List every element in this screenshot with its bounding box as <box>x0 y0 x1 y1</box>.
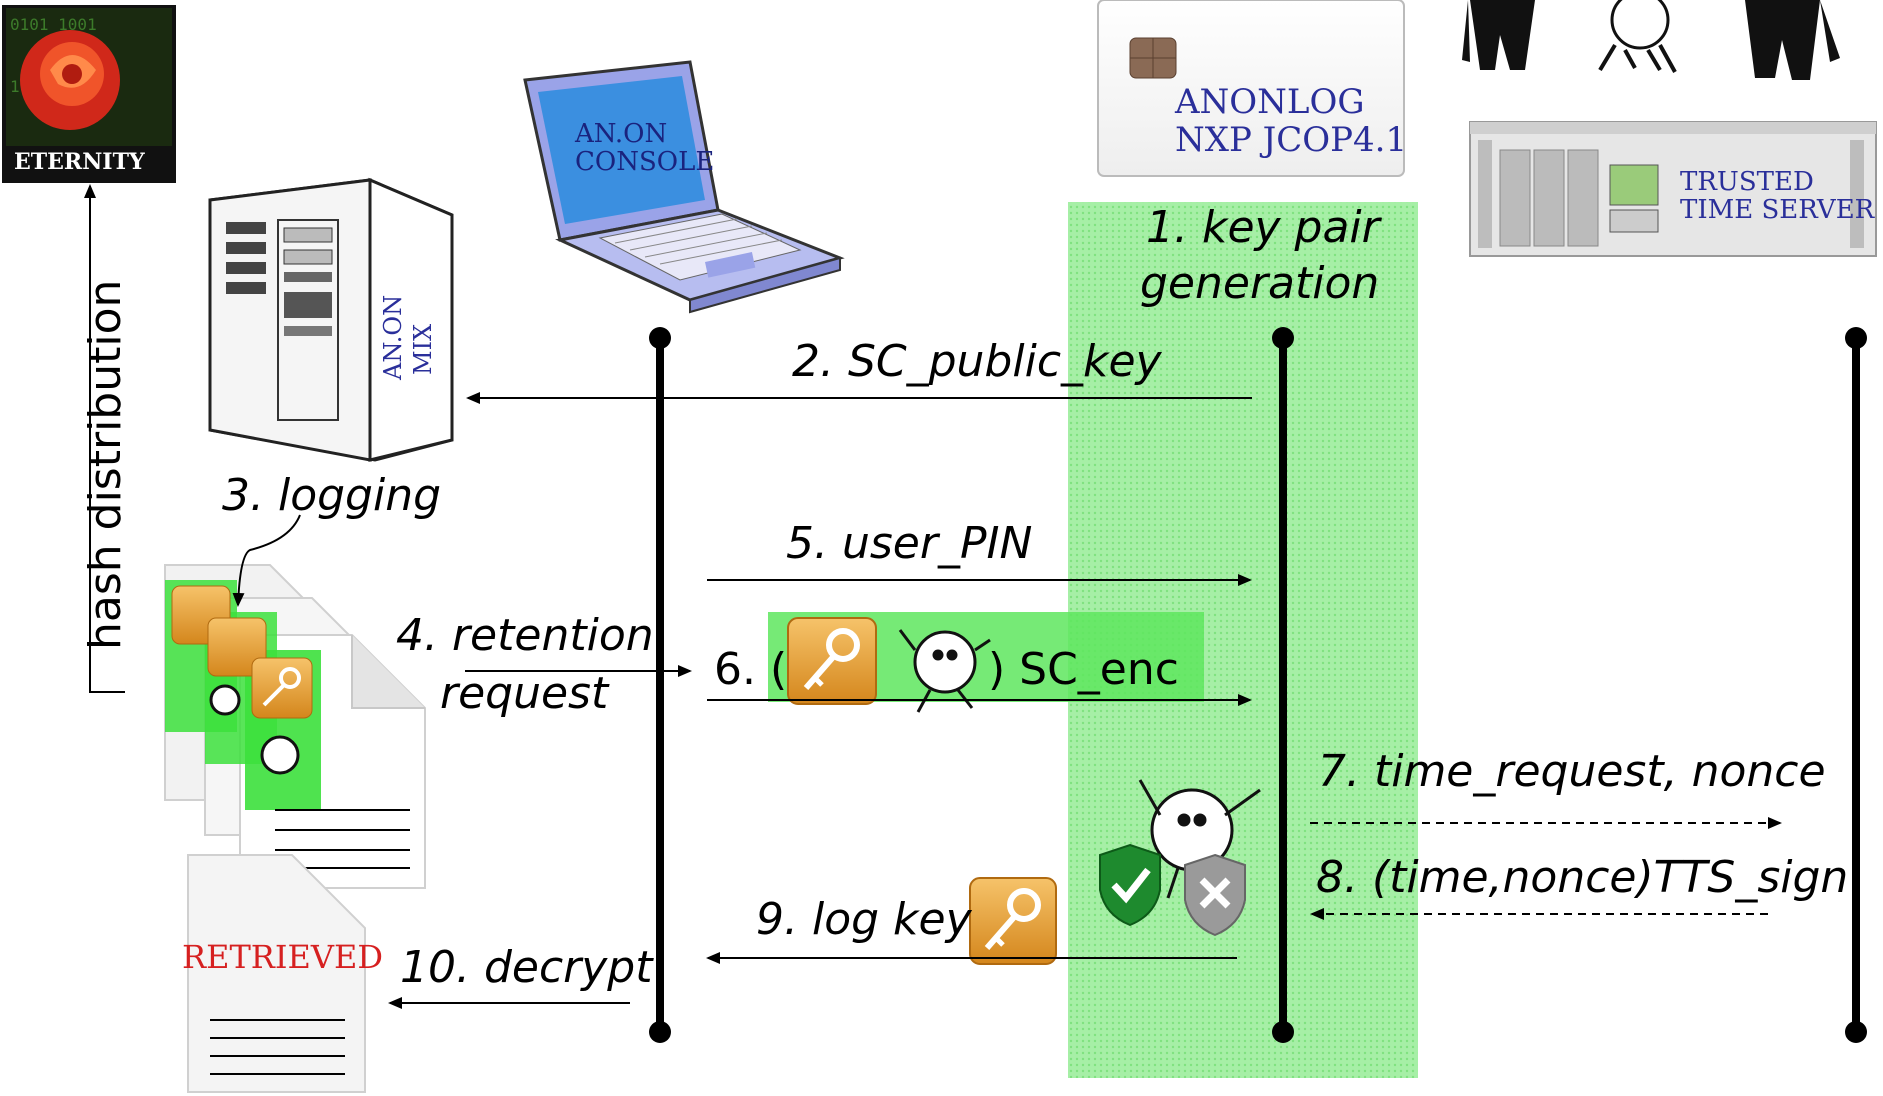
hash-distribution-label: hash distribution <box>80 279 131 650</box>
key-icon <box>171 585 313 719</box>
lifeline-time-server <box>1845 327 1867 1043</box>
arrow-logging <box>232 514 301 607</box>
step3-label: 3. logging <box>222 470 442 521</box>
smartcard-label-line1: ANONLOG <box>1175 82 1365 122</box>
step6-label-suffix: ) SC_enc <box>988 644 1179 695</box>
step1-label-line1: 1. key pair <box>1146 202 1380 253</box>
trusted-time-server-icon <box>1469 121 1877 257</box>
key-icon-step6 <box>787 617 877 705</box>
step1-label-line2: generation <box>1140 258 1380 309</box>
step4-label-line2: request <box>440 668 609 719</box>
step4-label-line1: 4. retention <box>396 610 654 661</box>
eternity-label: ETERNITY <box>14 149 145 175</box>
step9-label: 9. log key <box>756 894 972 945</box>
step5-label: 5. user_PIN <box>786 518 1033 569</box>
anon-console-label-line1: AN.ON <box>575 119 668 149</box>
step8-label: 8. (time,nonce)TTS_sign <box>1316 852 1849 903</box>
step7-label: 7. time_request, nonce <box>1318 746 1826 797</box>
time-server-label-line1: TRUSTED <box>1680 167 1814 197</box>
step2-label: 2. SC_public_key <box>792 336 1162 387</box>
smartcard-label-line2: NXP JCOP4.1 <box>1175 120 1408 160</box>
retrieved-document <box>187 854 366 1093</box>
retrieved-label: RETRIEVED <box>182 938 384 976</box>
shield-invalid-icon <box>1184 853 1246 937</box>
step10-label: 10. decrypt <box>400 942 653 993</box>
time-server-label-line2: TIME SERVER <box>1680 195 1875 225</box>
anon-mix-label-line1: AN.ON <box>379 294 407 380</box>
svg-text:0101 1001: 0101 1001 <box>10 15 97 34</box>
lifeline-console <box>649 327 671 1043</box>
lifeline-smartcard <box>1272 327 1294 1043</box>
shield-valid-icon <box>1099 843 1161 927</box>
arrow-hash-distribution <box>84 184 125 693</box>
key-icon-step9 <box>969 877 1057 965</box>
anon-console-label-line2: CONSOLE <box>575 147 715 177</box>
anon-console-laptop-icon <box>523 60 845 314</box>
smartcard-icon <box>1097 0 1405 177</box>
anon-mix-server-icon <box>208 177 454 462</box>
guard-silhouettes <box>1462 0 1840 80</box>
eternity-logo: 0101 1001 1 0 1 0 1 <box>2 5 176 183</box>
step6-label-prefix: 6. ( <box>714 644 788 695</box>
anon-mix-label-line2: MIX <box>409 323 437 375</box>
